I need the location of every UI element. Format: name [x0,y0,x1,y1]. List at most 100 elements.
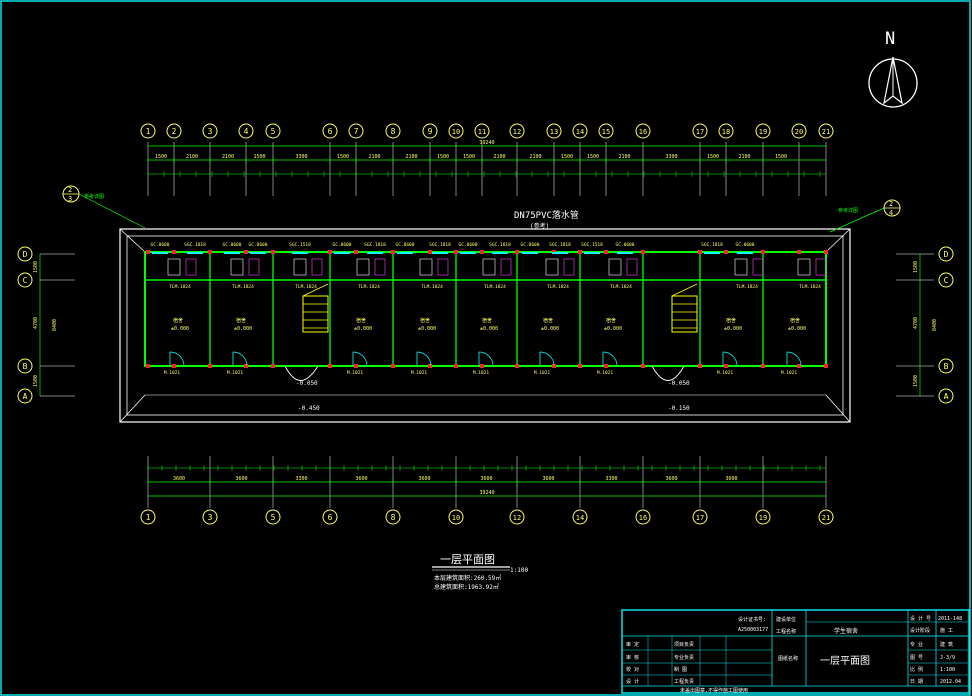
grid-lines [40,142,934,508]
dim-bottom-segment: 3600 [418,476,430,482]
axis-bubble-bottom [818,509,834,525]
column-marker [515,364,519,368]
column-marker [698,364,702,368]
axis-label-left: A [23,392,28,401]
svg-text:专 业: 专 业 [910,641,923,648]
room-elevation: ±0.000 [724,326,742,332]
column-marker [480,250,484,254]
elev-outdoor-west: -0.450 [298,405,320,412]
stair-west [302,283,329,333]
dim-bottom-segment: 3600 [665,476,677,482]
door-swing [786,351,802,367]
axis-label-top: 15 [602,128,610,136]
column-marker [391,364,395,368]
door-label: M.1021 [717,370,734,376]
axis-label-top: 6 [328,127,333,136]
axis-bubble-top [509,123,525,139]
svg-text:建 筑: 建 筑 [940,641,953,648]
axis-bubble-left [17,388,33,404]
door-label-balcony: TLM.1824 [295,284,317,290]
room-elevation: ±0.000 [480,326,498,332]
door-swing [539,351,555,367]
dim-side-total-right: 8400 [932,319,938,331]
svg-text:一层平面图: 一层平面图 [820,655,870,667]
window-label: GC.0600 [396,242,415,248]
column-marker [641,250,645,254]
axis-bubble-top [448,123,464,139]
pipe-sub: (参考) [530,222,549,230]
dim-bottom-segment: 3300 [605,476,617,482]
column-marker [454,250,458,254]
dim-side-right: 1500 [913,375,919,387]
title-block-footer: 未盖出图章,不得作施工图使用 [680,687,748,694]
column-marker [578,364,582,368]
svg-text:设计证书号:: 设计证书号: [738,616,766,623]
svg-text:J-3/9: J-3/9 [940,655,955,661]
svg-text:3: 3 [68,195,72,203]
elev-outdoor-east: -0.150 [668,405,690,412]
svg-text:图 号: 图 号 [910,655,923,661]
door-swing [602,351,618,367]
column-marker [428,364,432,368]
door-swing [722,351,738,367]
column-marker [641,364,645,368]
dim-top-segment: 1500 [561,154,573,160]
svg-text:设 计: 设 计 [626,678,639,685]
axis-label-bottom: 6 [328,513,333,522]
svg-text:工程负责: 工程负责 [674,678,694,685]
fixture [230,258,244,276]
axis-label-top: 14 [576,128,584,136]
fixture [293,258,307,276]
axis-bubble-right [938,246,954,262]
axis-label-bottom: 12 [513,514,521,522]
dim-top-segment: 1500 [707,154,719,160]
entrance-steps [284,365,685,381]
window-label: GC.0600 [521,242,540,248]
column-marker [172,364,176,368]
column-marker [761,364,765,368]
dim-top-segment: 2100 [186,154,198,160]
column-marker [604,250,608,254]
window-label: SGC.1818 [364,242,386,248]
dim-top-segment: 1500 [337,154,349,160]
window-label: GC.0600 [249,242,268,248]
room-name: 宿舍 [726,317,736,324]
column-marker [797,364,801,368]
axis-label-top: 2 [172,127,177,136]
axis-bubble-bottom [385,509,401,525]
dim-side-left: 4700 [33,317,39,329]
dim-bottom-segment: 3600 [480,476,492,482]
axis-label-top: 19 [759,128,767,136]
axis-label-bottom: 1 [146,513,151,522]
plan-area-1: 本层建筑面积:260.59㎡ [434,574,501,582]
fixture [311,258,323,276]
svg-text:设计阶段: 设计阶段 [910,627,930,634]
column-marker [271,364,275,368]
column-marker [146,250,150,254]
axis-bubble-top [692,123,708,139]
axis-label-top: 9 [428,127,433,136]
svg-text:图纸名称: 图纸名称 [778,655,798,662]
column-marker [761,250,765,254]
column-marker [604,364,608,368]
pipe-note: DN75PVC落水管 [514,209,579,221]
window-label: GC.0600 [223,242,242,248]
column-marker [454,364,458,368]
svg-text:专业负责: 专业负责 [674,654,694,661]
fixture [500,258,512,276]
dim-top-segment: 1500 [587,154,599,160]
axis-bubble-top [598,123,614,139]
fixture [437,258,449,276]
column-marker [428,250,432,254]
axis-bubble-bottom [755,509,771,525]
door-label: M.1021 [227,370,244,376]
axis-label-top: 11 [478,128,486,136]
axis-bubble-bottom [140,509,156,525]
window-label: SGC.1818 [429,242,451,248]
room-elevation: ±0.000 [788,326,806,332]
door-swing [232,351,248,367]
axis-label-right: B [944,362,949,371]
axis-bubble-top [202,123,218,139]
dim-top-segment: 2100 [738,154,750,160]
